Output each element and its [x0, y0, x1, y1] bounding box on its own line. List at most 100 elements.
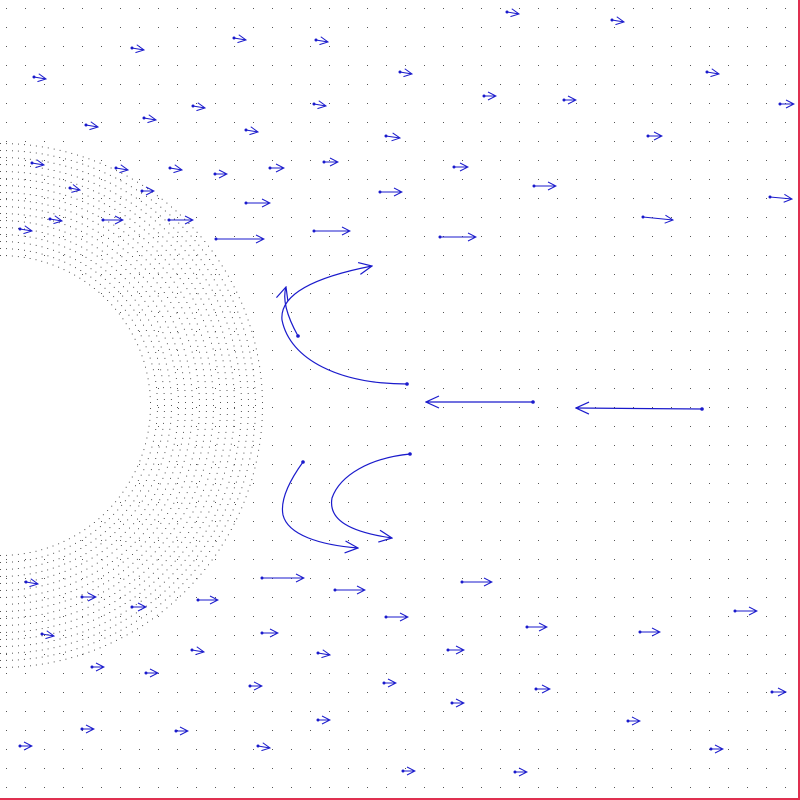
grid-dot	[557, 635, 558, 636]
arrow-right-icon	[25, 582, 38, 584]
grid-dot	[348, 502, 349, 503]
ring-dot	[205, 484, 207, 486]
ring-dot	[6, 561, 7, 563]
grid-dot	[424, 768, 425, 769]
ring-dot	[53, 552, 55, 554]
ring-dot	[149, 390, 151, 392]
vortex-arrow-lower-outer	[330, 453, 411, 538]
grid-dot	[272, 46, 273, 47]
grid-dot	[158, 8, 159, 9]
ring-dot	[200, 357, 202, 359]
grid-dot	[671, 141, 672, 142]
grid-dot	[348, 369, 349, 370]
grid-dot	[215, 46, 216, 47]
grid-dot	[196, 711, 197, 712]
ring-dot	[192, 408, 193, 409]
ring-dot	[158, 446, 160, 448]
arrow-right-icon	[642, 217, 673, 220]
arrow-origin-dot	[312, 102, 316, 106]
ring-dot	[249, 325, 251, 327]
grid-dot	[652, 578, 653, 579]
grid-dot	[82, 654, 83, 655]
grid-dot	[196, 559, 197, 560]
ring-dot	[59, 631, 61, 633]
ring-dot	[118, 582, 120, 584]
ring-dot	[53, 640, 55, 641]
ring-dot	[64, 585, 66, 587]
ring-dot	[190, 425, 192, 427]
ring-dot	[152, 277, 154, 279]
velocity-arrow	[142, 116, 157, 121]
grid-dot	[139, 787, 140, 788]
grid-dot	[747, 236, 748, 237]
grid-dot	[158, 749, 159, 750]
ring-dot	[6, 666, 7, 668]
ring-dot	[173, 307, 175, 309]
arrow-right-icon	[33, 77, 46, 79]
ring-dot	[0, 583, 1, 584]
ring-dot	[168, 434, 170, 436]
ring-dot	[35, 622, 37, 624]
ring-dot	[23, 553, 25, 555]
ring-dot	[200, 573, 202, 575]
grid-dot	[424, 464, 425, 465]
ring-dot	[85, 273, 87, 275]
ring-dot	[59, 602, 61, 604]
ring-dot	[110, 642, 112, 644]
grid-dot	[6, 236, 7, 237]
grid-dot	[747, 103, 748, 104]
ring-dot	[196, 434, 198, 436]
ring-dot	[6, 178, 7, 180]
grid-dot	[424, 160, 425, 161]
grid-dot	[766, 464, 767, 465]
grid-dot	[728, 635, 729, 636]
ring-dot	[0, 576, 1, 577]
grid-dot	[709, 141, 710, 142]
grid-dot	[633, 198, 634, 199]
grid-dot	[101, 521, 102, 522]
grid-dot	[272, 540, 273, 541]
ring-dot	[254, 411, 256, 412]
ring-dot	[219, 289, 221, 291]
grid-dot	[690, 692, 691, 693]
grid-dot	[614, 787, 615, 788]
grid-dot	[652, 768, 653, 769]
arrow-origin-dot	[142, 116, 146, 120]
ring-dot	[154, 589, 156, 591]
grid-dot	[82, 673, 83, 674]
grid-dot	[690, 312, 691, 313]
ring-dot	[222, 331, 224, 333]
ring-dot	[23, 256, 25, 258]
grid-dot	[215, 388, 216, 389]
ring-dot	[148, 567, 149, 569]
grid-dot	[139, 103, 140, 104]
ring-dot	[164, 219, 166, 221]
arrow-right-icon	[769, 197, 792, 199]
ring-dot	[186, 546, 188, 548]
grid-dot	[424, 65, 425, 66]
grid-dot	[177, 768, 178, 769]
ring-dot	[118, 291, 120, 293]
vortex-arrow-origin	[408, 452, 412, 456]
ring-dot	[192, 227, 194, 229]
grid-dot	[253, 141, 254, 142]
grid-dot	[177, 160, 178, 161]
arrow-origin-dot	[244, 201, 248, 205]
ring-dot	[115, 308, 117, 310]
grid-dot	[367, 654, 368, 655]
grid-dot	[44, 578, 45, 579]
ring-dot	[118, 518, 120, 520]
ring-dot	[109, 604, 111, 605]
ring-dot	[174, 560, 176, 562]
ring-dot	[237, 475, 239, 477]
grid-dot	[215, 84, 216, 85]
grid-dot	[728, 711, 729, 712]
ring-dot	[41, 181, 43, 183]
grid-dot	[196, 597, 197, 598]
ring-dot	[124, 207, 126, 208]
ring-dot	[184, 218, 186, 220]
ring-dot	[95, 538, 97, 540]
grid-dot	[386, 483, 387, 484]
grid-dot	[196, 464, 197, 465]
ring-dot	[216, 337, 218, 339]
